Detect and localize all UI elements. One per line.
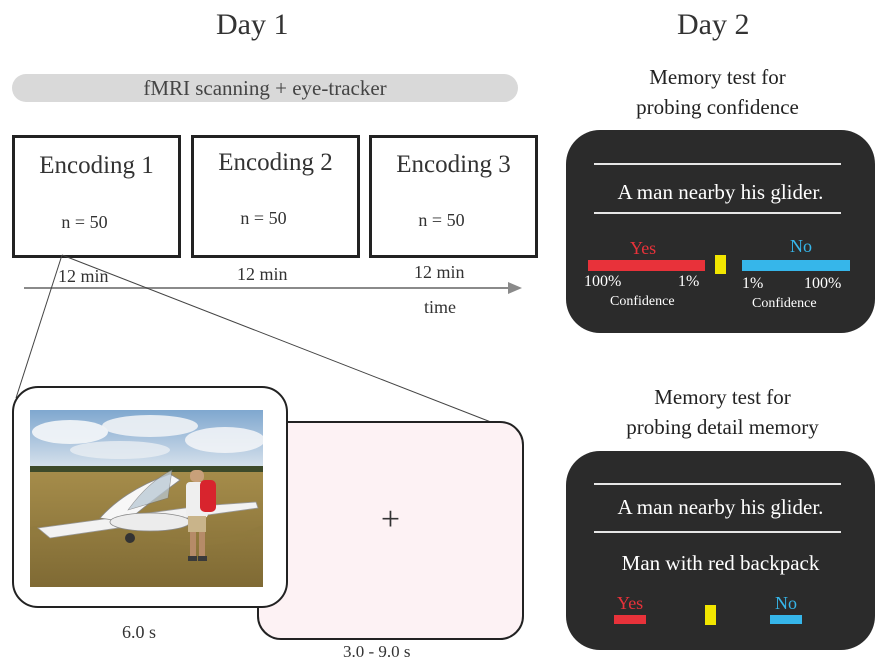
day1-title: Day 1 — [216, 8, 289, 41]
top-rule — [594, 483, 841, 485]
no-label: No — [790, 236, 812, 256]
session-label: fMRI scanning + eye-tracker — [12, 74, 518, 102]
duration-label-2: 12 min — [237, 264, 288, 284]
center-marker — [715, 255, 726, 274]
encoding-count: n = 50 — [240, 208, 287, 228]
detail-test-screen: A man nearby his glider. Man with red ba… — [566, 451, 875, 650]
zoom-line-left — [15, 254, 63, 399]
encoding-title: Encoding 3 — [396, 151, 511, 178]
no-button[interactable] — [770, 615, 802, 624]
encoding-block-1: Encoding 1 n = 50 — [12, 135, 181, 258]
duration-label-1: 12 min — [58, 266, 109, 286]
glider-photo — [30, 410, 263, 587]
no-confidence-bar[interactable] — [742, 260, 850, 271]
yes-button[interactable] — [614, 615, 646, 624]
yes-scale-right: 1% — [678, 273, 700, 290]
center-marker — [705, 605, 716, 625]
confidence-heading-line1: Memory test for — [649, 65, 786, 89]
yes-scale-caption: Confidence — [610, 294, 675, 309]
stimulus-screen — [12, 386, 288, 608]
day2-title: Day 2 — [677, 8, 750, 41]
confidence-test-heading: Memory test for probing confidence — [590, 62, 845, 122]
probe-sentence: A man nearby his glider. — [617, 495, 824, 519]
fixation-cross: + — [380, 501, 401, 538]
bottom-rule — [594, 531, 841, 533]
encoding-block-2: Encoding 2 n = 50 — [191, 135, 360, 258]
yes-label: Yes — [617, 593, 644, 613]
probe-sentence: A man nearby his glider. — [617, 180, 824, 204]
detail-heading-line2: probing detail memory — [626, 415, 819, 439]
yes-label: Yes — [630, 238, 657, 258]
no-label: No — [775, 593, 797, 613]
fixation-screen: + — [257, 421, 524, 640]
no-scale-right: 100% — [804, 275, 842, 292]
yes-confidence-bar[interactable] — [588, 260, 705, 271]
duration-label-3: 12 min — [414, 262, 465, 282]
yes-scale-left: 100% — [584, 273, 622, 290]
no-scale-caption: Confidence — [752, 296, 817, 311]
time-axis-label: time — [424, 297, 456, 317]
detail-heading-line1: Memory test for — [654, 385, 791, 409]
confidence-test-screen: A man nearby his glider. Yes No 100% 1% … — [566, 130, 875, 333]
fixation-duration: 3.0 - 9.0 s — [343, 642, 411, 661]
encoding-count: n = 50 — [418, 210, 465, 230]
time-axis-arrowhead — [508, 282, 522, 294]
encoding-title: Encoding 2 — [218, 149, 333, 176]
photo-duration: 6.0 s — [122, 622, 157, 642]
confidence-heading-line2: probing confidence — [636, 95, 799, 119]
encoding-title: Encoding 1 — [39, 152, 154, 179]
encoding-count: n = 50 — [61, 212, 108, 232]
detail-statement: Man with red backpack — [621, 551, 820, 575]
detail-test-heading: Memory test for probing detail memory — [590, 382, 855, 442]
zoom-line-right — [61, 254, 497, 425]
encoding-block-3: Encoding 3 n = 50 — [369, 135, 538, 258]
bottom-rule — [594, 212, 841, 214]
no-scale-left: 1% — [742, 275, 764, 292]
top-rule — [594, 163, 841, 165]
